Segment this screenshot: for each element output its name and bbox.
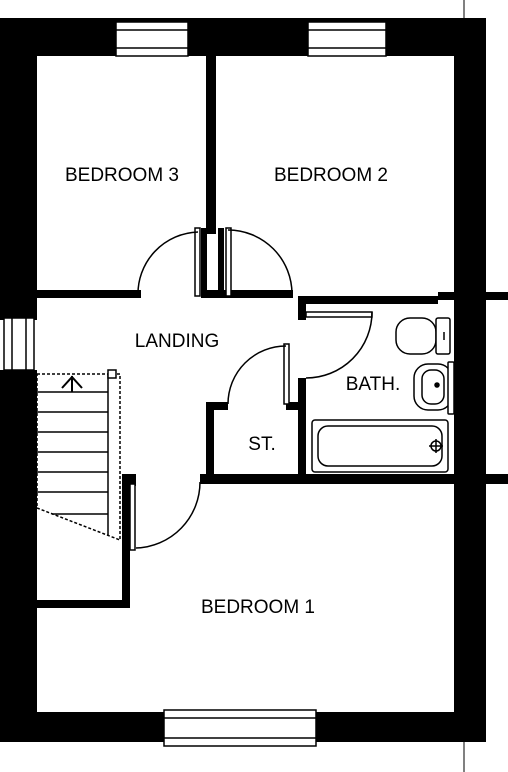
room-label-bath: BATH. — [346, 374, 401, 395]
wall-bath-left-lower — [298, 378, 306, 478]
wall-door-jamb-left — [201, 228, 207, 298]
wall-stair-bottom — [37, 600, 130, 608]
wall-bath-top — [298, 296, 438, 304]
window-bedroom2 — [307, 21, 387, 57]
room-label-store: ST. — [248, 434, 275, 455]
room-labels: BEDROOM 3 BEDROOM 2 LANDING BATH. ST. BE… — [65, 165, 400, 618]
room-label-bedroom3: BEDROOM 3 — [65, 165, 179, 186]
door-bedroom2 — [225, 227, 293, 297]
wall-stair-lower — [122, 484, 130, 608]
windows — [3, 21, 387, 747]
wall-door-jamb-right — [218, 228, 224, 298]
toilet-icon — [395, 317, 451, 355]
wall-landing-mid — [201, 290, 293, 298]
door-bedroom1 — [129, 481, 201, 551]
door-bath — [305, 311, 373, 379]
wall-bed3-bed2 — [206, 56, 216, 234]
door-bedroom3 — [137, 227, 201, 297]
wall-bed1-top — [200, 474, 508, 484]
stair-up-arrow-icon — [61, 375, 83, 392]
bathroom-fixtures — [311, 317, 455, 473]
wall-store-top-stub — [206, 402, 228, 410]
wall-bath-left — [298, 296, 306, 320]
wall-bath-top-right — [438, 292, 508, 300]
doors — [129, 227, 373, 551]
window-landing — [3, 317, 35, 371]
wall-store-left — [206, 402, 214, 478]
interior-walls — [37, 56, 508, 608]
bathtub-icon — [311, 419, 449, 473]
wall-right — [454, 18, 486, 740]
wall-left-upper — [0, 18, 37, 320]
wall-left-lower — [0, 370, 37, 740]
window-bedroom1 — [163, 709, 317, 747]
room-label-bedroom1: BEDROOM 1 — [201, 597, 315, 618]
wall-bed3-landing — [37, 290, 141, 298]
staircase — [36, 369, 121, 542]
door-store — [227, 343, 290, 405]
basin-icon — [413, 361, 455, 415]
room-label-bedroom2: BEDROOM 2 — [274, 165, 388, 186]
wall-bed1-door-jamb — [122, 474, 136, 486]
room-label-landing: LANDING — [135, 331, 219, 352]
wall-store-right-stub — [286, 402, 298, 410]
window-bedroom3 — [115, 21, 189, 57]
wall-top — [0, 18, 486, 56]
